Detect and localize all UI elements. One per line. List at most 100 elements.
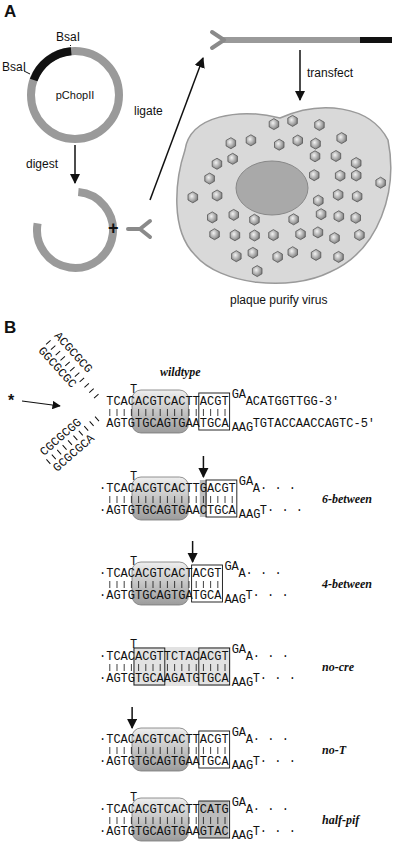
- construct-name: 6-between: [322, 492, 372, 506]
- base-pair-tick: [225, 496, 226, 503]
- step-label: transfect: [307, 66, 353, 80]
- virus-particle: [313, 227, 323, 238]
- virus-particle: [334, 251, 344, 262]
- leader-line: [70, 45, 71, 46]
- base-pair-tick: [109, 581, 110, 588]
- virus-particle: [334, 211, 344, 222]
- loop-bases: AAG: [232, 759, 254, 773]
- bottom-strand: ·AGTG: [99, 755, 135, 769]
- virus-particle: [289, 214, 299, 225]
- loop-bases: GA: [232, 796, 246, 810]
- virus-particle: [288, 115, 298, 126]
- base-pair-tick: [181, 664, 182, 671]
- base-pair-tick: [145, 581, 146, 588]
- bottom-strand: T· · ·: [253, 672, 296, 686]
- base-pair-tick: [189, 747, 190, 754]
- pointer-arrow: [22, 401, 60, 406]
- bottom-strand: ·AGTG: [99, 672, 135, 686]
- bottom-strand: T· · ·: [245, 589, 288, 603]
- base-pair-tick: [138, 664, 139, 671]
- bottom-strand: T· · ·: [253, 825, 296, 839]
- base-pair-tick: [217, 817, 218, 824]
- base-pair-tick: [167, 747, 168, 754]
- bottom-strand: TGCAGTGATGCA: [135, 589, 221, 603]
- hairpin-end: [212, 32, 224, 48]
- virus-particle: [337, 133, 347, 144]
- base-pair-tick: [210, 747, 211, 754]
- top-strand: A· · ·: [246, 733, 289, 747]
- base-pair-tick: [116, 581, 117, 588]
- base-pair-tick: [167, 409, 168, 416]
- base-pair-tick: [189, 817, 190, 824]
- top-strand: ACGTCACTACGT: [135, 567, 221, 581]
- base-pair-tick: [124, 817, 125, 824]
- base-pair-tick: [131, 496, 132, 503]
- virus-particle: [226, 138, 236, 149]
- base-pair-tick: [210, 496, 211, 503]
- mutation-arrow: [203, 456, 205, 477]
- base-pair-tick: [167, 664, 168, 671]
- top-strand: ACGTCACTTACGT: [135, 733, 229, 747]
- base-pair-tick: [131, 747, 132, 754]
- base-pair-tick: [124, 747, 125, 754]
- base-pair-tick: [225, 817, 226, 824]
- virus-particle: [352, 170, 362, 181]
- base-pair-tick: [203, 747, 204, 754]
- nucleus: [236, 161, 308, 215]
- loop-bases: GA: [232, 643, 246, 657]
- virus-particle: [250, 214, 260, 225]
- bottom-strand: TGTACCAACCAGTC-5': [253, 417, 375, 431]
- loop-bases: GA: [224, 560, 238, 574]
- base-pair-tick: [109, 664, 110, 671]
- base-pair-tick: [196, 409, 197, 416]
- sequence-annotations: [110, 390, 237, 841]
- panel-letter: A: [4, 2, 16, 22]
- step-label: plaque purify virus: [230, 293, 327, 307]
- top-strand: A· · ·: [246, 650, 289, 664]
- base-pair-tick: [196, 664, 197, 671]
- base-pair-tick: [181, 747, 182, 754]
- base-pair-tick: [145, 817, 146, 824]
- bulged-base: T: [130, 555, 137, 569]
- virus-particle: [269, 119, 279, 130]
- base-pair-tick: [203, 817, 204, 824]
- base-pair-tick: [116, 664, 117, 671]
- virus-particle: [228, 153, 238, 164]
- bulged-base: T: [130, 638, 137, 652]
- plus-sign: +: [108, 218, 119, 238]
- virus-particle: [246, 135, 256, 146]
- base-pair-tick: [116, 409, 117, 416]
- bottom-strand: TGCAAGATGTGCA: [135, 672, 229, 686]
- base-pair-tick: [124, 664, 125, 671]
- top-strand: ·TCAC: [99, 567, 135, 581]
- base-pair-tick: [160, 409, 161, 416]
- base-pair-tick: [145, 664, 146, 671]
- bottom-strand: ·AGTG: [99, 504, 135, 518]
- bulged-base: T: [130, 470, 137, 484]
- loop-bases: GA: [239, 475, 253, 489]
- virus-particle: [250, 230, 259, 241]
- loop-bases: AAG: [232, 421, 254, 435]
- virus-particle: [273, 251, 283, 262]
- base-pair-tick: [203, 664, 204, 671]
- base-pair-tick: [167, 496, 168, 503]
- top-strand: A· · ·: [238, 567, 281, 581]
- mutated-region: [133, 647, 231, 686]
- plasmid: pChopII: [35, 55, 115, 135]
- base-pair-tick: [181, 409, 182, 416]
- virus-particle: [275, 139, 285, 150]
- bottom-strand: TGCAGTGAACTGCA: [135, 504, 236, 518]
- base-pair-tick: [189, 409, 190, 416]
- base-pair-tick: [174, 581, 175, 588]
- construct-name: half-pif: [322, 813, 359, 827]
- virus-particle: [310, 170, 320, 181]
- base-pair-tick: [145, 496, 146, 503]
- step-label: ligate: [134, 104, 163, 118]
- hairpin-oligo: [128, 221, 150, 237]
- base-pair-tick: [232, 496, 233, 503]
- bottom-strand: T· · ·: [253, 755, 296, 769]
- virus-particle: [355, 230, 365, 241]
- base-pair-tick: [153, 409, 154, 416]
- virus-particle: [205, 173, 215, 184]
